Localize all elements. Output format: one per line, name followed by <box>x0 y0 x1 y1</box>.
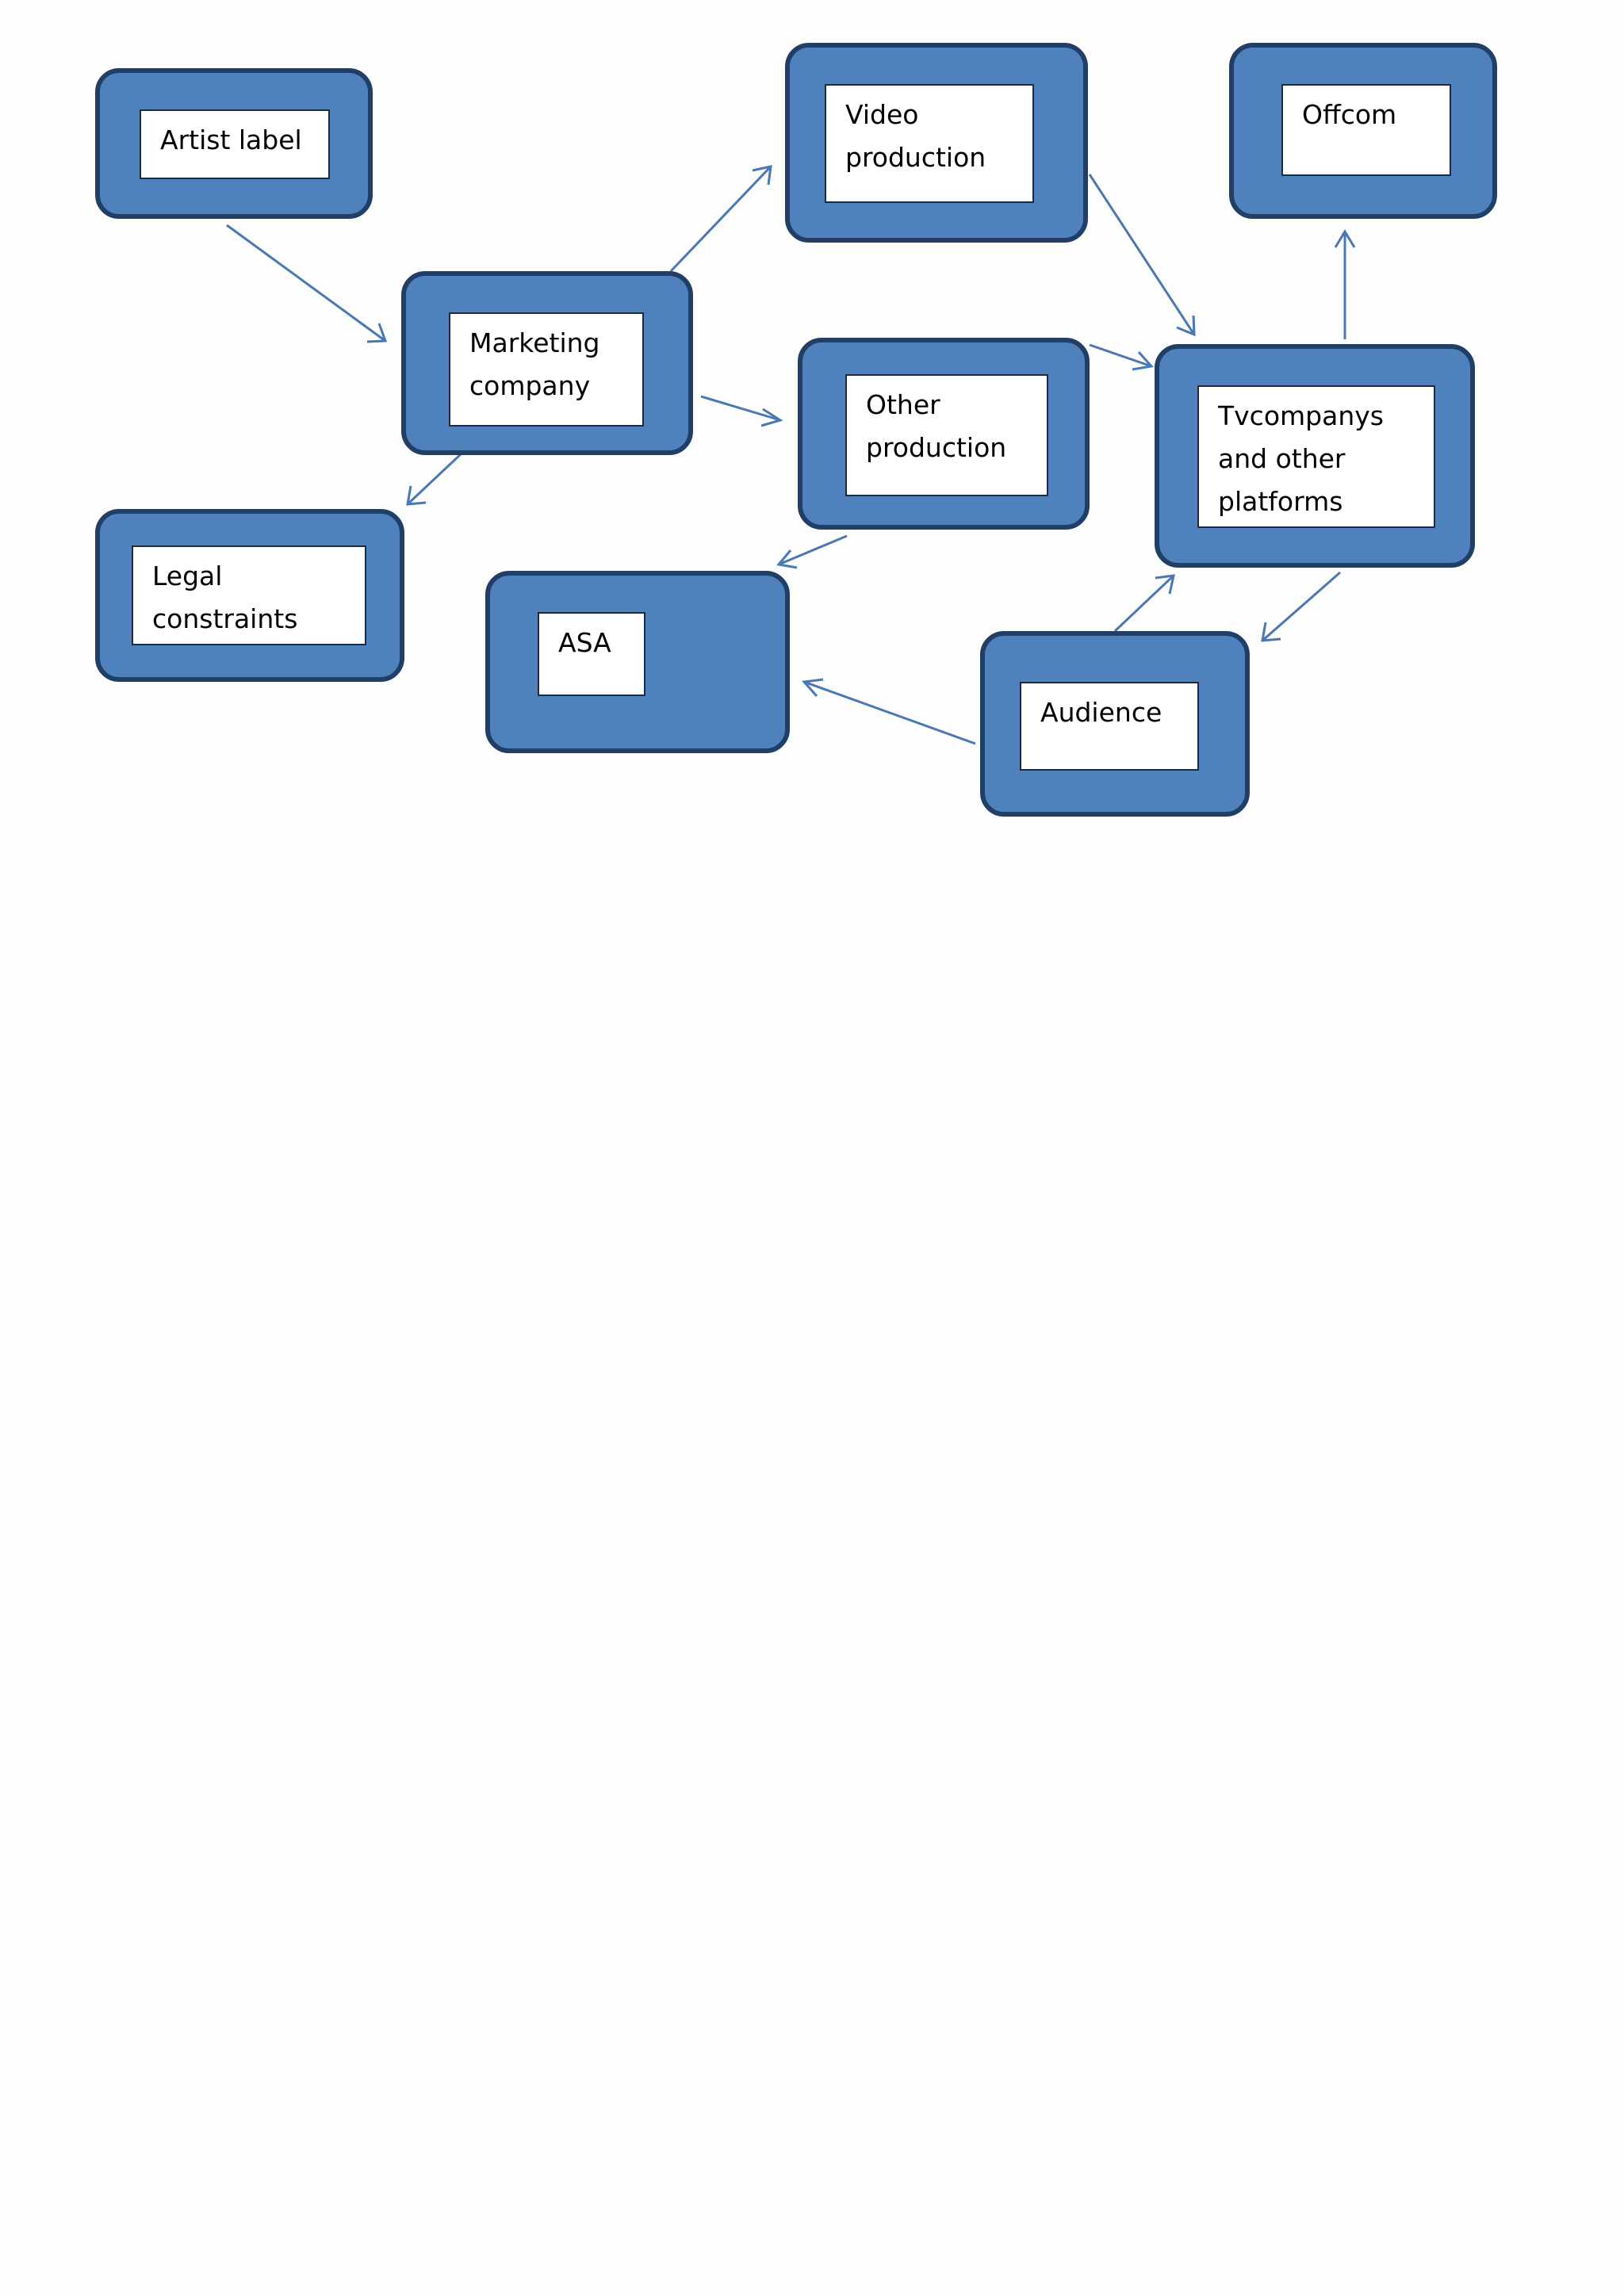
edge-other-to-tv <box>1089 343 1154 371</box>
edge-marketing-to-other <box>700 395 783 427</box>
label-offcom: Offcom <box>1281 84 1451 176</box>
label-video-production: Video production <box>825 84 1034 203</box>
label-audience: Audience <box>1020 682 1199 771</box>
edge-audience-to-asa <box>801 678 976 745</box>
edge-marketing-to-legal <box>406 452 463 506</box>
node-other-production: Other production <box>798 338 1090 530</box>
node-marketing-company: Marketing company <box>401 271 693 455</box>
node-legal-constraints: Legal constraints <box>95 509 404 682</box>
node-audience: Audience <box>980 631 1250 817</box>
node-asa: ASA <box>485 571 790 753</box>
label-marketing-company: Marketing company <box>449 312 644 427</box>
label-legal-constraints: Legal constraints <box>132 545 366 645</box>
node-offcom: Offcom <box>1229 43 1497 219</box>
node-video-production: Video production <box>785 43 1088 243</box>
edge-audience-to-tv <box>1113 574 1175 633</box>
edge-tv-to-offcom <box>1334 229 1356 339</box>
node-artist-label: Artist label <box>95 68 373 219</box>
edge-marketing-to-video <box>669 165 772 273</box>
edge-tv-to-audience <box>1261 571 1341 642</box>
label-artist-label: Artist label <box>140 109 330 179</box>
edge-artist-to-marketing <box>226 224 388 343</box>
label-other-production: Other production <box>845 374 1048 496</box>
node-tv-companies: Tvcompanys and other platforms <box>1155 344 1475 568</box>
edge-video-to-tv <box>1088 174 1196 337</box>
edge-other-to-asa <box>776 534 848 569</box>
label-asa: ASA <box>538 612 645 696</box>
label-tv-companies: Tvcompanys and other platforms <box>1197 385 1435 528</box>
